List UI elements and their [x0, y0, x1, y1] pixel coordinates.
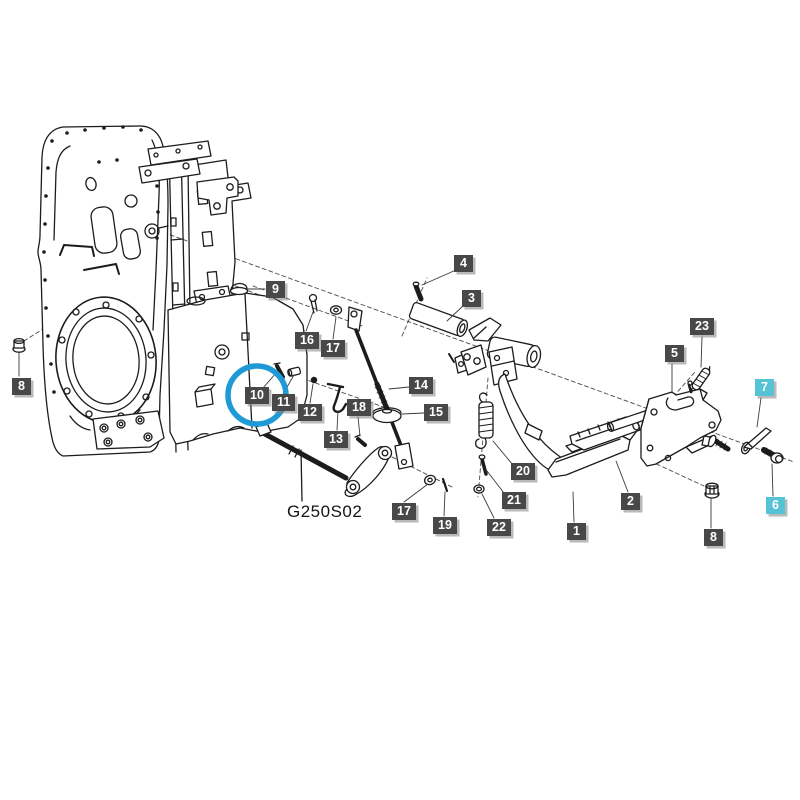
leader-line-17-top [332, 316, 337, 340]
leader-line-16 [305, 311, 314, 332]
part-label-8-left[interactable]: 8 [12, 378, 31, 395]
part-label-3[interactable]: 3 [462, 290, 481, 307]
construction-line [156, 229, 795, 463]
part-label-19[interactable]: 19 [433, 517, 457, 534]
leader-line-1 [572, 491, 575, 523]
leader-line-7 [756, 397, 762, 428]
leader-line-2 [615, 460, 629, 493]
part-label-14[interactable]: 14 [409, 377, 433, 394]
figure-code: G250S02 [287, 502, 363, 521]
leader-line-6 [771, 463, 774, 497]
construction-line [252, 285, 363, 327]
part-label-13[interactable]: 13 [324, 431, 348, 448]
leader-line-21 [486, 470, 505, 494]
leader-line-13 [336, 410, 339, 431]
leader-line-23 [700, 336, 703, 368]
leader-lines [18, 269, 774, 529]
part-label-1[interactable]: 1 [567, 523, 586, 540]
leader-line-14 [388, 386, 410, 390]
part-label-4[interactable]: 4 [454, 255, 473, 272]
leader-line-19 [443, 491, 446, 517]
part-label-23[interactable]: 23 [690, 318, 714, 335]
pedal-assembly [448, 317, 641, 494]
part-label-7[interactable]: 7 [755, 379, 774, 396]
construction-line [649, 460, 705, 487]
leader-line-15 [401, 412, 425, 415]
leader-line-12 [309, 383, 314, 404]
part-label-17-bottom[interactable]: 17 [392, 503, 416, 520]
part-label-18[interactable]: 18 [347, 399, 371, 416]
part-label-2[interactable]: 2 [621, 493, 640, 510]
part-label-5[interactable]: 5 [665, 345, 684, 362]
part-label-10[interactable]: 10 [245, 387, 269, 404]
part-label-21[interactable]: 21 [502, 492, 526, 509]
part-label-9[interactable]: 9 [266, 281, 285, 298]
part-label-22[interactable]: 22 [487, 519, 511, 536]
part-label-6[interactable]: 6 [766, 497, 785, 514]
part-label-8-right[interactable]: 8 [704, 529, 723, 546]
part-label-15[interactable]: 15 [424, 404, 448, 421]
leader-line-4 [421, 269, 457, 286]
leader-line-22 [481, 493, 495, 519]
part-label-12[interactable]: 12 [298, 404, 322, 421]
leader-line-20 [492, 440, 514, 466]
leader-line-18 [357, 416, 361, 437]
part-label-20[interactable]: 20 [511, 463, 535, 480]
leader-line-3 [446, 304, 465, 322]
part-label-16[interactable]: 16 [295, 332, 319, 349]
part-label-17-top[interactable]: 17 [321, 340, 345, 357]
leader-line-17-bottom [403, 483, 429, 503]
part-label-11[interactable]: 11 [272, 394, 296, 411]
bracket-assembly [606, 366, 784, 499]
